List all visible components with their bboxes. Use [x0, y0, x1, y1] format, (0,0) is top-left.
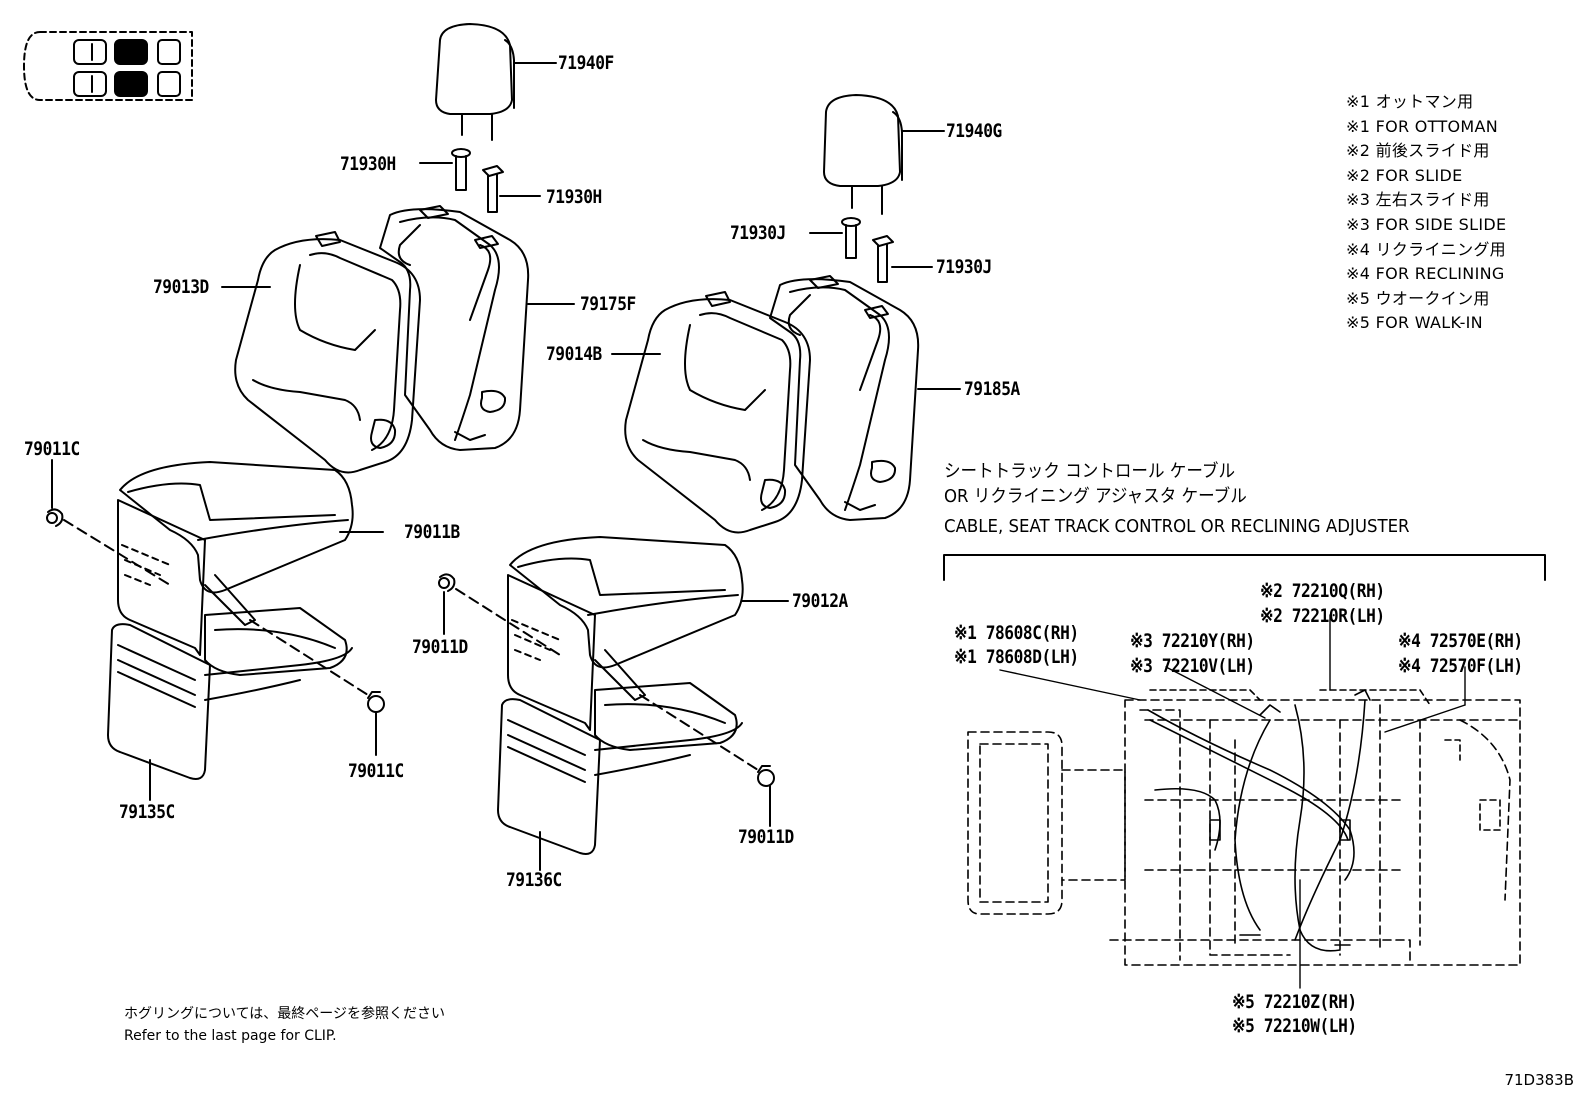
- headrest-71940F: [435, 23, 557, 141]
- label-79013D: 79013D: [153, 276, 209, 298]
- cable-label-72210W: ※5 72210W(LH): [1232, 1015, 1357, 1037]
- cable-label-72570F: ※4 72570F(LH): [1398, 655, 1523, 677]
- label-79011C-a: 79011C: [24, 438, 80, 460]
- label-71930H-b: 71930H: [546, 186, 602, 208]
- seatback-cover-79014B: [611, 291, 811, 534]
- label-71940F: 71940F: [558, 52, 614, 74]
- clip-note-en: Refer to the last page for CLIP.: [124, 1028, 337, 1044]
- legend-item: ※4 FOR RECLINING: [1346, 264, 1505, 284]
- cable-label-72210V: ※3 72210V(LH): [1130, 655, 1255, 677]
- cushion-bottom-79136C: [497, 698, 743, 871]
- seatback-board-79185A: [769, 275, 961, 521]
- seatback-cover-79013D: [221, 231, 421, 474]
- cable-leaders: [999, 614, 1466, 989]
- guide-71930H-a: [419, 148, 471, 191]
- cushion-cover-79012A: [509, 536, 789, 669]
- label-79175F: 79175F: [580, 293, 636, 315]
- legend-item: ※5 FOR WALK-IN: [1346, 313, 1483, 333]
- legend-item: ※2 FOR SLIDE: [1346, 165, 1463, 185]
- cable-routing: [1147, 689, 1371, 952]
- label-79012A: 79012A: [792, 590, 848, 612]
- label-71940G: 71940G: [946, 120, 1002, 142]
- cable-title-en: CABLE, SEAT TRACK CONTROL OR RECLINING A…: [944, 516, 1410, 537]
- label-79011D-b: 79011D: [738, 826, 794, 848]
- seatback-board-79175F: [379, 205, 575, 451]
- cable-label-72210Q: ※2 72210Q(RH): [1260, 580, 1385, 602]
- legend-item: ※1 FOR OTTOMAN: [1346, 116, 1499, 136]
- legend-item: ※4 リクライニング用: [1346, 239, 1506, 259]
- clip-79011D-b: [639, 694, 775, 827]
- figure-code: 71D383B: [1504, 1071, 1574, 1089]
- cushion-bottom-79135C: [107, 623, 353, 801]
- guide-71930H-b: [482, 165, 541, 213]
- label-79011D-a: 79011D: [412, 636, 468, 658]
- headrest-71940G: [823, 94, 945, 215]
- guide-71930J-b: [872, 235, 933, 283]
- label-79135C: 79135C: [119, 801, 175, 823]
- clip-79011C-b: [249, 619, 385, 756]
- clip-79011C-a: [46, 459, 171, 586]
- clip-note-jp: ホグリングについては、最終ページを参照ください: [124, 1006, 446, 1022]
- cable-label-72210Y: ※3 72210Y(RH): [1130, 630, 1255, 652]
- label-79011C-b: 79011C: [348, 760, 404, 782]
- label-79136C: 79136C: [506, 869, 562, 891]
- cable-title-jp-2: OR リクライニング アジャスタ ケーブル: [944, 486, 1247, 507]
- label-71930J-b: 71930J: [936, 256, 992, 278]
- guide-71930J-a: [809, 217, 861, 259]
- seat-track-schematic: [967, 689, 1521, 966]
- cable-inset-bracket: [943, 554, 1546, 581]
- legend-item: ※2 前後スライド用: [1346, 141, 1490, 161]
- cable-label-72570E: ※4 72570E(RH): [1398, 630, 1523, 652]
- cable-title-jp-1: シートトラック コントロール ケーブル: [944, 461, 1236, 482]
- label-71930H-a: 71930H: [340, 153, 396, 175]
- cable-label-72210Z: ※5 72210Z(RH): [1232, 991, 1357, 1013]
- cushion-cover-79011B: [119, 461, 384, 594]
- label-79014B: 79014B: [546, 343, 602, 365]
- cable-label-78608D: ※1 78608D(LH): [954, 646, 1079, 668]
- label-79185A: 79185A: [964, 378, 1020, 400]
- label-71930J-a: 71930J: [730, 222, 786, 244]
- legend-item: ※3 左右スライド用: [1346, 190, 1490, 210]
- cable-label-78608C: ※1 78608C(RH): [954, 622, 1079, 644]
- clip-79011D-a: [438, 573, 561, 656]
- label-79011B: 79011B: [404, 521, 460, 543]
- legend-item: ※3 FOR SIDE SLIDE: [1346, 214, 1507, 234]
- legend-item: ※5 ウオークイン用: [1346, 288, 1490, 308]
- vehicle-locator-icon: [23, 31, 193, 101]
- legend-item: ※1 オットマン用: [1346, 92, 1474, 111]
- legend: ※1 オットマン用 ※1 FOR OTTOMAN ※2 前後スライド用 ※2 F…: [1346, 90, 1506, 336]
- cable-label-72210R: ※2 72210R(LH): [1260, 605, 1385, 627]
